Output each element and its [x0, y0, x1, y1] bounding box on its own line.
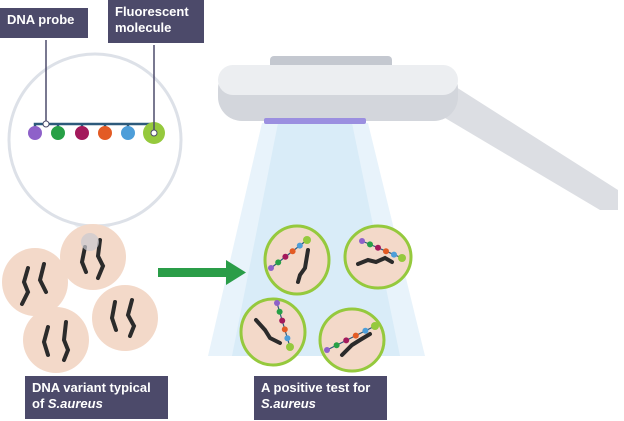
untested-cells	[2, 224, 158, 373]
magnifier	[7, 52, 183, 240]
label-variant-species: S.aureus	[47, 396, 103, 411]
probe-bead	[383, 248, 389, 255]
probe-bead	[352, 332, 359, 339]
probe-bead	[333, 342, 340, 349]
probe-bead	[371, 322, 379, 330]
dna-probe-zoomed	[28, 40, 165, 144]
probe-bead	[282, 253, 289, 260]
dna-strands-positive	[254, 248, 394, 357]
probe-bead	[268, 265, 274, 271]
probe-bead	[279, 317, 286, 324]
label-dna-probe-text: DNA probe	[7, 12, 75, 27]
probe-bead	[375, 244, 381, 251]
probe-bead	[324, 347, 330, 353]
label-variant-line1: DNA variant typical	[32, 380, 151, 395]
probe-bead	[296, 242, 303, 249]
probe-bead	[276, 308, 283, 315]
label-dna-probe: DNA probe	[0, 8, 88, 38]
label-fluorescent-molecule: Fluorescent molecule	[108, 0, 204, 43]
probe-bead	[343, 337, 350, 344]
probe-bead	[274, 300, 280, 306]
probe-bead	[275, 259, 282, 266]
label-positive-line1: A positive test for	[261, 380, 371, 395]
label-fluorescent-line2: molecule	[115, 20, 172, 35]
label-variant-prefix: of	[32, 396, 48, 411]
bound-probes	[268, 236, 406, 353]
probe-bead	[391, 251, 397, 258]
probe-bead	[367, 241, 373, 248]
probe-bead	[284, 335, 291, 342]
bound-probe	[268, 236, 311, 271]
bound-probe	[359, 238, 406, 262]
probe-bead	[289, 248, 296, 255]
probe-bead	[398, 254, 406, 262]
uv-lamp	[218, 56, 618, 210]
label-positive-species: S.aureus	[261, 396, 316, 411]
bound-probe	[324, 322, 379, 353]
probe-bead	[286, 343, 294, 351]
probe-bead	[303, 236, 311, 244]
probe-bead	[281, 326, 288, 333]
label-positive-test: A positive test for S.aureus	[254, 376, 387, 420]
label-dna-variant: DNA variant typical of S.aureus	[25, 376, 168, 419]
label-fluorescent-line1: Fluorescent	[115, 4, 189, 19]
bound-probe	[274, 300, 294, 351]
probe-bead	[362, 327, 369, 334]
probe-bead	[359, 238, 365, 244]
arrow	[158, 260, 246, 285]
